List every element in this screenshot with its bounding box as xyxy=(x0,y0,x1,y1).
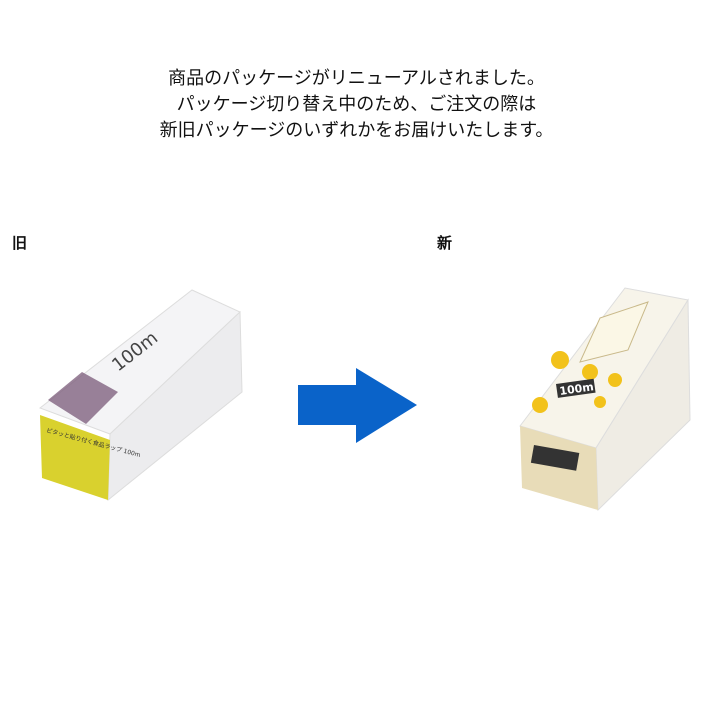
old-box-photo xyxy=(48,372,118,424)
lemon xyxy=(608,373,622,387)
notice-line: 商品のパッケージがリニューアルされました。 xyxy=(168,68,545,89)
arrow-right-icon xyxy=(298,368,417,443)
new-length-badge xyxy=(556,378,596,398)
new-box-label-band xyxy=(579,301,649,363)
lemon xyxy=(594,396,606,408)
lemon xyxy=(582,364,598,380)
new-length-text: 100m xyxy=(559,380,595,398)
old-package-image: 100m ピタッと貼り付く食品ラップ 100m xyxy=(38,289,243,502)
old-label: 旧 xyxy=(12,234,28,252)
old-box-end xyxy=(40,415,110,500)
new-label: 新 xyxy=(437,234,453,252)
notice-line: パッケージ切り替え中のため、ご注文の際は xyxy=(176,94,537,115)
new-package-image: 100m xyxy=(519,287,691,512)
lemon xyxy=(551,351,569,369)
lemon xyxy=(532,397,548,413)
notice-line: 新旧パッケージのいずれかをお届けいたします。 xyxy=(159,120,554,141)
new-end-label xyxy=(530,444,580,471)
renewal-notice: 商品のパッケージがリニューアルされました。 パッケージ切り替え中のため、ご注文の… xyxy=(0,66,713,144)
